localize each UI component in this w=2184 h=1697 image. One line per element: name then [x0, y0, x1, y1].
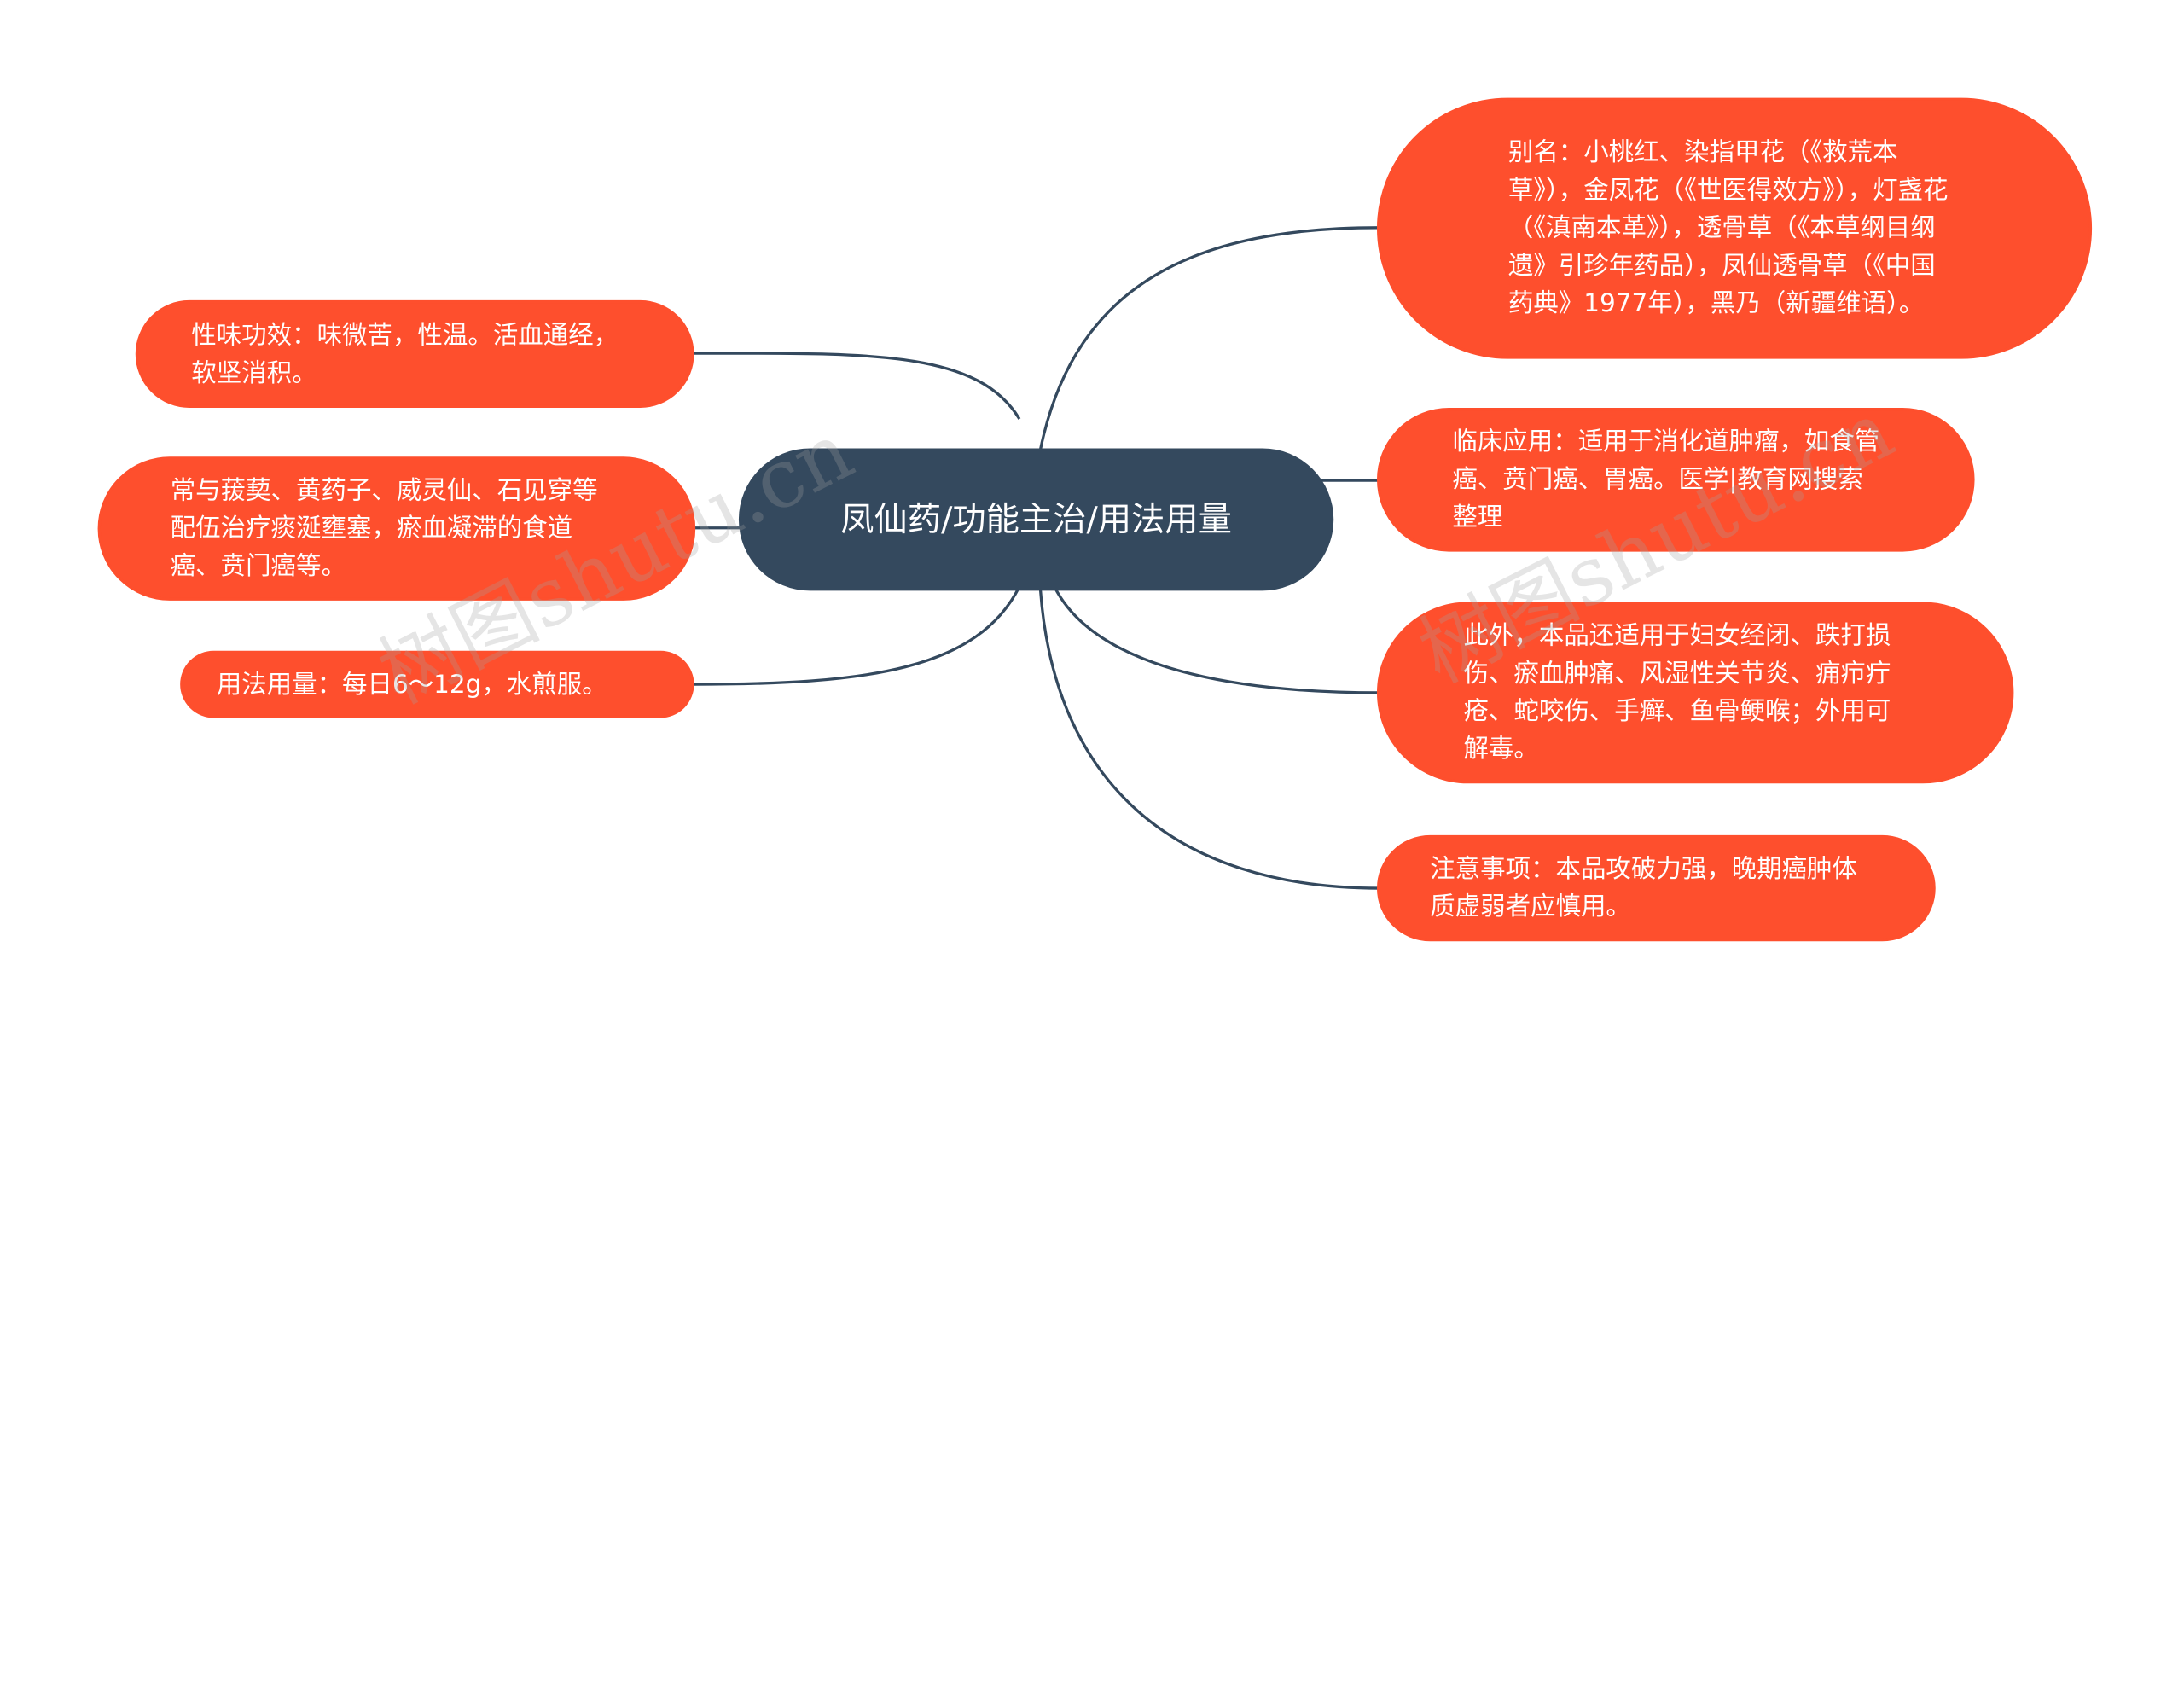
link-flavor: [694, 352, 1021, 420]
branch-caution[interactable]: 注意事项：本品攻破力强，晚期癌肿体质虚弱者应慎用。: [1376, 834, 1936, 942]
central-topic-label: 凤仙药/功能主治/用法用量: [840, 499, 1232, 539]
branch-combination[interactable]: 常与菝葜、黄药子、威灵仙、石见穿等配伍治疗痰涎壅塞，瘀血凝滞的食道癌、贲门癌等。: [97, 456, 696, 601]
branch-other[interactable]: 此外，本品还适用于妇女经闭、跌打损伤、瘀血肿痛、风湿性关节炎、痈疖疔疮、蛇咬伤、…: [1376, 602, 2014, 784]
branch-other-label: 此外，本品还适用于妇女经闭、跌打损伤、瘀血肿痛、风湿性关节炎、痈疖疔疮、蛇咬伤、…: [1463, 621, 1891, 764]
branch-flavor[interactable]: 性味功效：味微苦，性温。活血通经，软坚消积。: [135, 299, 694, 408]
link-alias: [1038, 226, 1380, 450]
connector-lines: [694, 226, 1380, 890]
branch-flavor-label: 性味功效：味微苦，性温。活血通经，软坚消积。: [191, 320, 619, 388]
link-other: [1053, 585, 1380, 694]
link-dosage: [694, 585, 1021, 686]
branch-alias[interactable]: 别名：小桃红、染指甲花（《救荒本草》），金凤花（《世医得效方》），灯盏花（《滇南…: [1376, 97, 2093, 359]
branch-dosage[interactable]: 用法用量：每日6～12g，水煎服。: [180, 650, 694, 718]
central-topic[interactable]: 凤仙药/功能主治/用法用量: [738, 448, 1334, 591]
branch-dosage-label: 用法用量：每日6～12g，水煎服。: [216, 669, 607, 700]
branch-alias-label: 别名：小桃红、染指甲花（《救荒本草》），金凤花（《世医得效方》），灯盏花（《滇南…: [1507, 138, 1949, 319]
branch-caution-label: 注意事项：本品攻破力强，晚期癌肿体质虚弱者应慎用。: [1430, 854, 1858, 922]
link-caution: [1038, 589, 1380, 890]
branch-combination-label: 常与菝葜、黄药子、威灵仙、石见穿等配伍治疗痰涎壅塞，瘀血凝滞的食道癌、贲门癌等。: [170, 476, 598, 581]
branch-clinical[interactable]: 临床应用：适用于消化道肿瘤，如食管癌、贲门癌、胃癌。医学|教育网搜索整理: [1376, 407, 1975, 552]
branch-clinical-label: 临床应用：适用于消化道肿瘤，如食管癌、贲门癌、胃癌。医学|教育网搜索整理: [1452, 427, 1880, 532]
